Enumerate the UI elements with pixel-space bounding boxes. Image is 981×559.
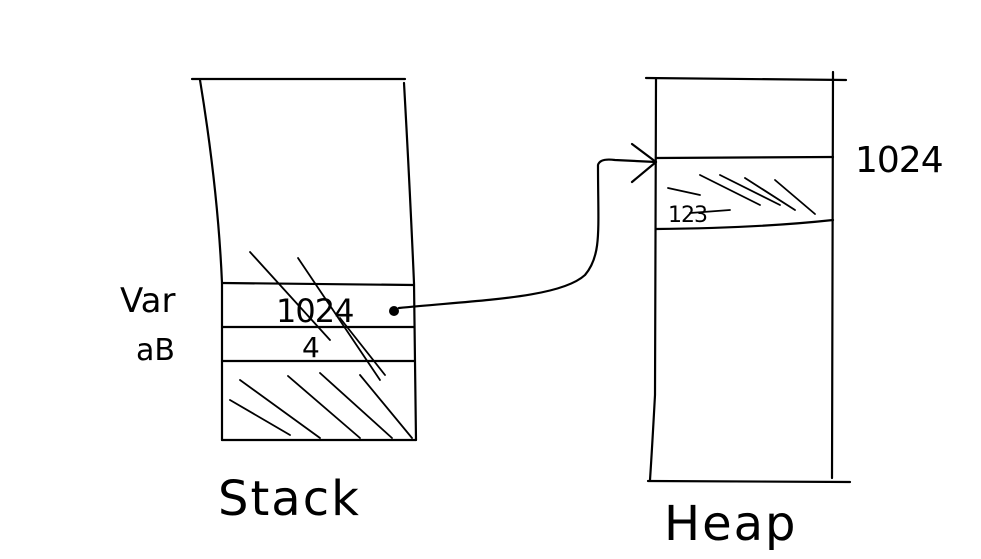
heap-block-address: 1024 bbox=[855, 140, 943, 181]
arrowhead-icon bbox=[630, 142, 658, 184]
heap-hatching bbox=[667, 174, 816, 215]
var-name: aB bbox=[136, 333, 175, 368]
stack-container: 1024 4 Var aB Stack bbox=[120, 77, 418, 527]
heap-block-top-line bbox=[654, 155, 835, 160]
heap-bottom-line bbox=[646, 479, 852, 484]
var-label: Var bbox=[120, 281, 175, 321]
pointer-arrow bbox=[389, 142, 658, 316]
heap-block-bottom-line bbox=[654, 218, 835, 231]
stack-right-wall bbox=[402, 81, 418, 442]
pointer-dot bbox=[389, 306, 399, 316]
stack-label: Stack bbox=[218, 471, 361, 527]
heap-block-value: 123 bbox=[668, 203, 707, 228]
pointer-line bbox=[397, 158, 658, 310]
heap-right-wall bbox=[830, 70, 835, 480]
stack-row-line-1 bbox=[220, 281, 416, 287]
heap-top-line bbox=[644, 76, 848, 82]
heap-container: 123 1024 Heap bbox=[644, 70, 944, 552]
heap-left-wall bbox=[648, 77, 658, 482]
stack-hatching bbox=[229, 251, 413, 439]
stack-int-value: 4 bbox=[302, 331, 320, 364]
stack-left-wall bbox=[198, 78, 224, 442]
heap-label: Heap bbox=[664, 496, 798, 552]
stack-pointer-value: 1024 bbox=[276, 292, 353, 330]
